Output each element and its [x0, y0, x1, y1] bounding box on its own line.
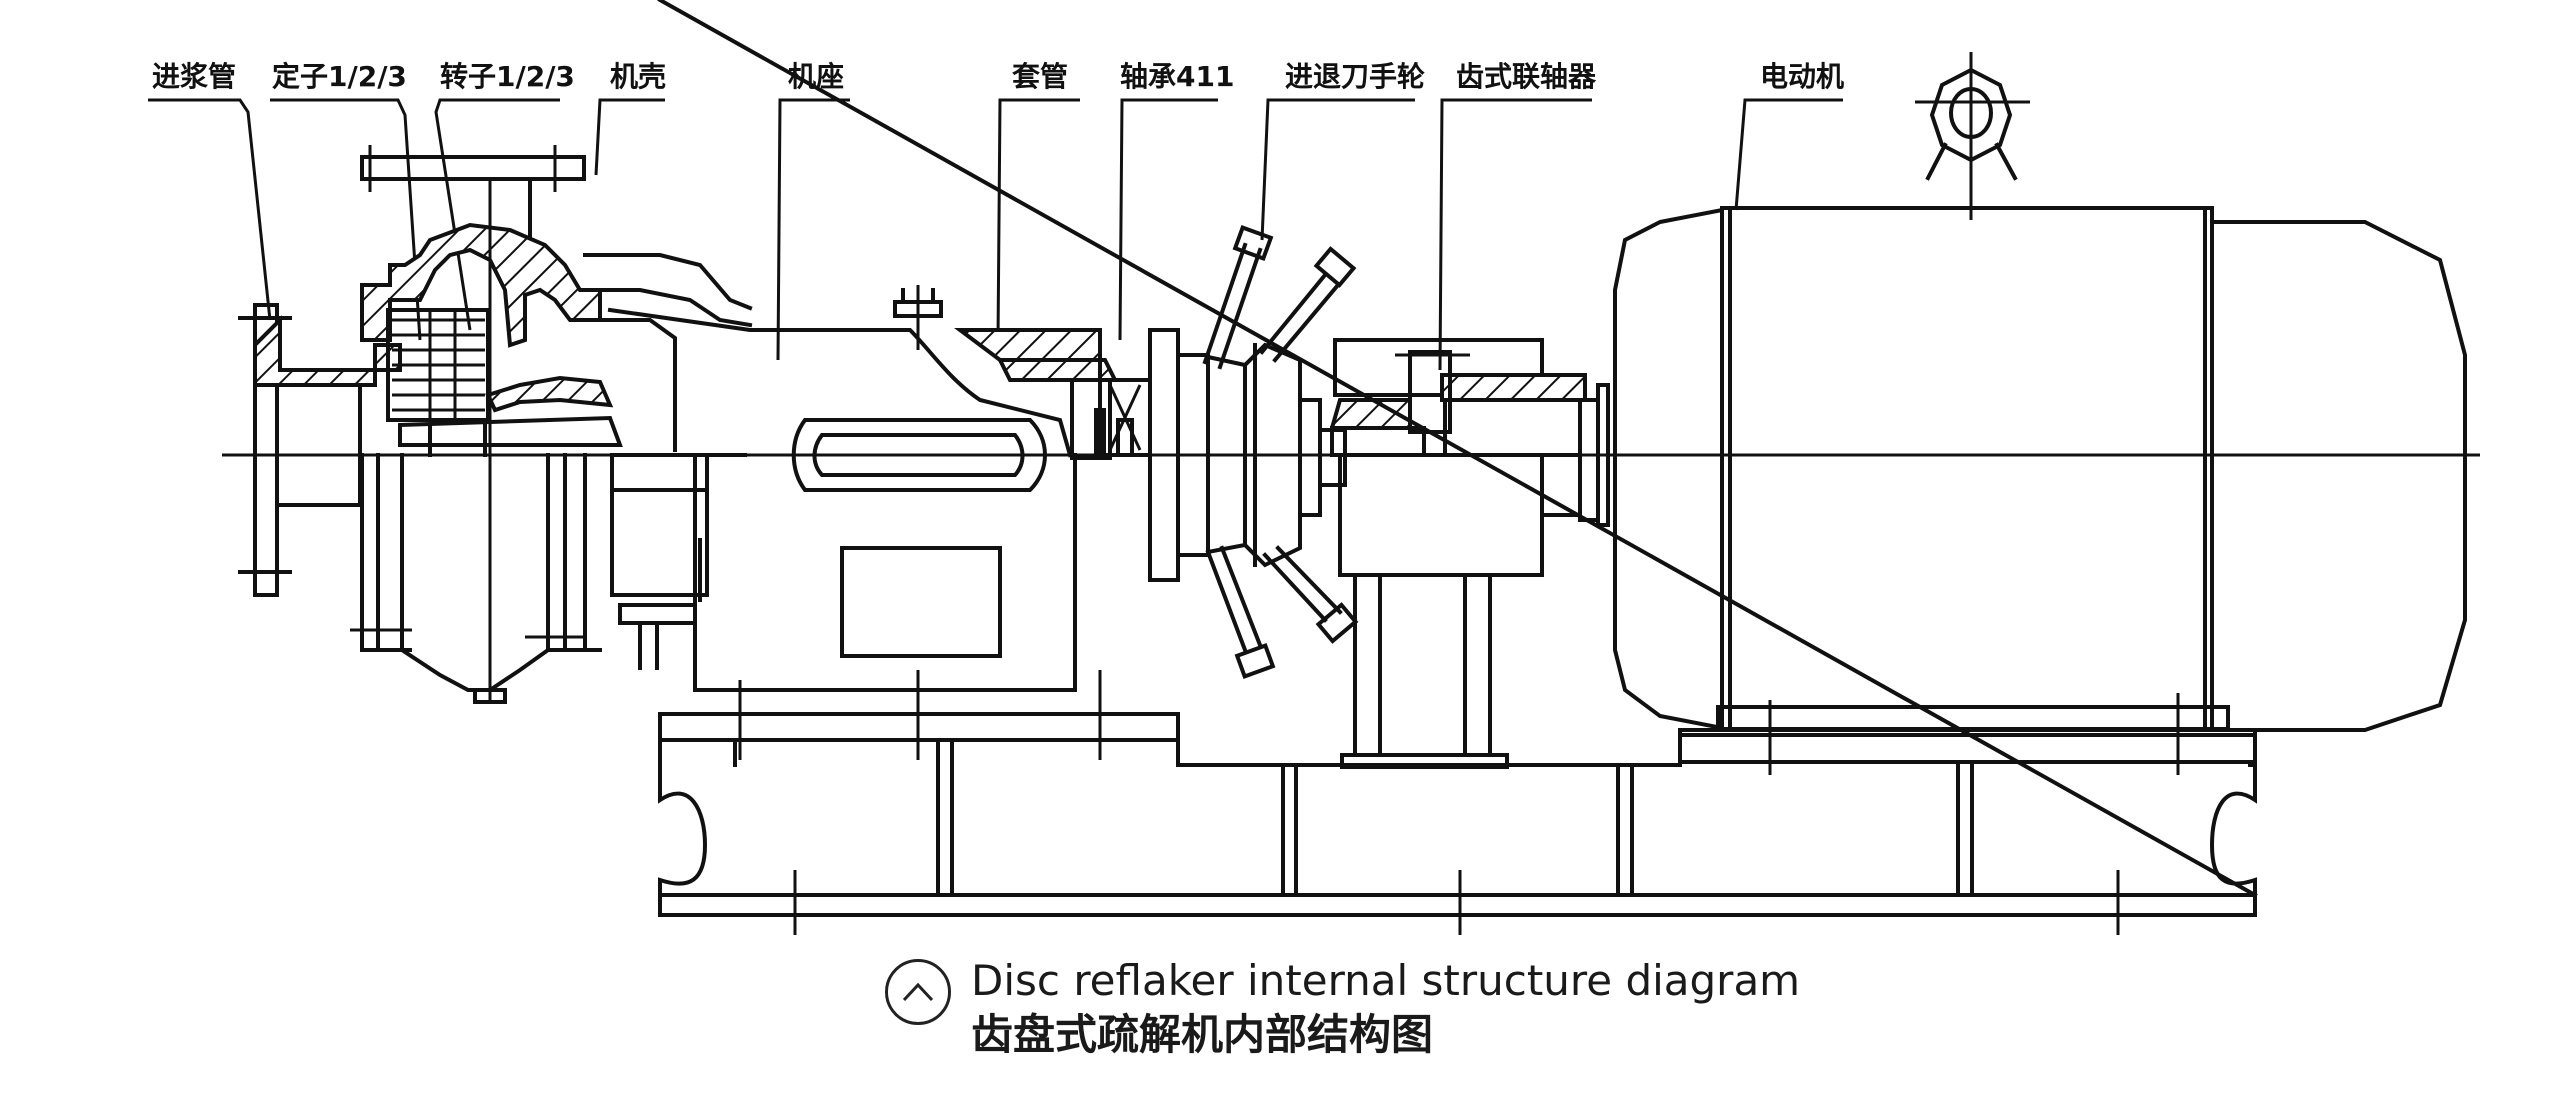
- leader-line: [148, 98, 272, 321]
- callout-label: 进浆管: [152, 60, 236, 93]
- collapse-button[interactable]: [885, 959, 951, 1025]
- handwheel-spoke: [1259, 246, 1357, 363]
- leader-line: [1734, 98, 1843, 211]
- callout-label: 电动机: [1760, 60, 1844, 93]
- handwheel-spoke: [1202, 224, 1274, 370]
- callout-label: 轴承411: [1120, 60, 1234, 93]
- callout-label: 套管: [1012, 60, 1068, 93]
- callout-sleeve: 套管: [996, 60, 1080, 341]
- leader-line: [996, 98, 1080, 341]
- base-frame: [657, 0, 2258, 935]
- leader-line: [270, 98, 422, 341]
- handwheel-spoke: [1262, 545, 1359, 644]
- leader-line: [434, 98, 560, 331]
- callout-feed-handwheel: 进退刀手轮: [1260, 60, 1425, 241]
- leader-line: [1438, 98, 1592, 371]
- leader-line: [594, 98, 665, 176]
- reflaker-structure-diagram: 进浆管 定子1/2/3 转子1/2/3 机壳 机座 套管 轴承411 进退刀手轮…: [148, 0, 2480, 935]
- callout-machine-base: 机座: [776, 60, 850, 361]
- chevron-up-icon: [902, 982, 934, 1002]
- callout-rotor: 转子1/2/3: [434, 60, 575, 331]
- caption-title-en: Disc reflaker internal structure diagram: [971, 956, 1801, 1005]
- leader-line: [776, 98, 850, 361]
- callout-label: 齿式联轴器: [1456, 60, 1597, 93]
- callout-casing: 机壳: [594, 60, 666, 176]
- callout-label: 机壳: [610, 60, 666, 93]
- motor: [1613, 52, 2467, 775]
- leader-line: [1260, 98, 1415, 241]
- callout-motor: 电动机: [1734, 60, 1844, 211]
- lifting-eye: [1915, 52, 2030, 220]
- callout-label: 进退刀手轮: [1285, 60, 1425, 93]
- callout-label: 转子1/2/3: [440, 60, 575, 93]
- feed-handwheel: [1148, 224, 1359, 680]
- callout-gear-coupling: 齿式联轴器: [1438, 60, 1597, 371]
- machine-base: [607, 285, 1077, 692]
- gear-coupling: [1329, 338, 1610, 769]
- refining-chamber: [350, 145, 753, 704]
- callout-stator: 定子1/2/3: [270, 60, 422, 341]
- callout-bearing: 轴承411: [1118, 60, 1234, 341]
- callout-label: 定子1/2/3: [272, 60, 407, 93]
- handwheel-spoke: [1205, 545, 1276, 680]
- caption-title-zh: 齿盘式疏解机内部结构图: [971, 1010, 1434, 1059]
- bearing-housing: [954, 328, 1152, 460]
- callout-inlet-pipe: 进浆管: [148, 60, 272, 321]
- diagram-caption: Disc reflaker internal structure diagram…: [885, 955, 1800, 1063]
